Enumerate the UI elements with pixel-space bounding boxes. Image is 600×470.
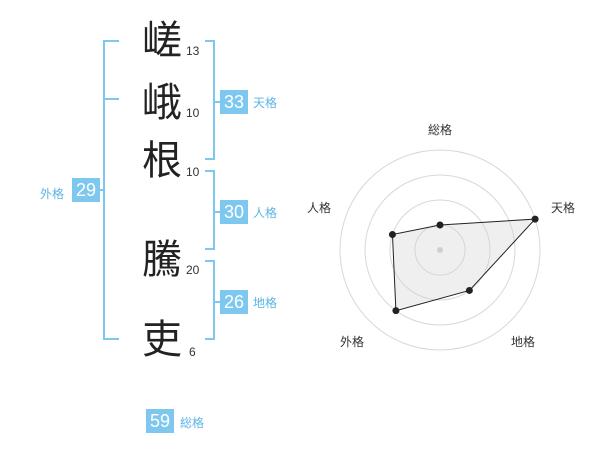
- jinkaku-connector: [215, 211, 221, 213]
- kanji-char-5: 吏: [142, 317, 182, 363]
- gaikaku-connector: [100, 189, 103, 191]
- jinkaku-badge: 30: [220, 200, 248, 224]
- radar-series-polygon: [391, 218, 537, 312]
- gaikaku-bracket-top: [103, 40, 119, 42]
- radar-ring-4: [339, 149, 541, 351]
- jinkaku-bracket-bottom: [205, 248, 215, 250]
- chikaku-label: 地格: [253, 296, 278, 310]
- soukaku-badge: 59: [146, 409, 174, 433]
- radar-point-2: [465, 286, 473, 294]
- radar-axis-label-jinkaku: 人格: [306, 201, 331, 215]
- stroke-count-2: 10: [186, 106, 200, 120]
- gaikaku-label: 外格: [40, 187, 65, 201]
- radar-center-dot: [437, 247, 443, 253]
- radar-axis-label-soukaku: 総格: [427, 123, 452, 137]
- kanji-char-2: 峨: [142, 80, 182, 126]
- stroke-count-3: 10: [186, 165, 200, 179]
- chikaku-bracket-bottom: [205, 338, 215, 340]
- kanji-char-3: 根: [142, 138, 182, 184]
- gaikaku-tick-1: [103, 98, 119, 100]
- kanji-char-1: 嵯: [142, 18, 182, 64]
- radar-axis-label-tenkaku: 天格: [550, 201, 575, 215]
- jinkaku-bracket-vertical: [213, 170, 215, 250]
- radar-ring-3: [364, 174, 516, 326]
- chikaku-bracket-vertical: [213, 260, 215, 340]
- radar-point-0: [436, 221, 444, 229]
- tenkaku-bracket-bottom: [205, 158, 215, 160]
- radar-point-3: [392, 307, 400, 315]
- jinkaku-bracket-top: [205, 170, 215, 172]
- stroke-count-1: 13: [186, 44, 200, 58]
- tenkaku-bracket-top: [205, 40, 215, 42]
- gaikaku-badge: 29: [72, 178, 100, 202]
- soukaku-label: 総格: [180, 416, 205, 430]
- chikaku-connector: [215, 301, 221, 303]
- tenkaku-bracket-vertical: [213, 40, 215, 160]
- tenkaku-badge: 33: [220, 90, 248, 114]
- gaikaku-bracket-bottom: [103, 338, 119, 340]
- radar-axis-label-gaikaku: 外格: [339, 335, 364, 349]
- chikaku-badge: 26: [220, 290, 248, 314]
- gaikaku-bracket-vertical: [103, 40, 105, 340]
- radar-axis-label-chikaku: 地格: [510, 335, 535, 349]
- tenkaku-connector: [215, 101, 221, 103]
- kanji-char-4: 騰: [142, 237, 182, 283]
- stroke-count-5: 6: [189, 345, 196, 359]
- tenkaku-label: 天格: [253, 96, 278, 110]
- jinkaku-label: 人格: [253, 206, 278, 220]
- radar-point-1: [531, 215, 539, 223]
- radar-ring-2: [389, 199, 491, 301]
- radar-point-4: [388, 231, 396, 239]
- chikaku-bracket-top: [205, 260, 215, 262]
- stroke-count-4: 20: [186, 263, 200, 277]
